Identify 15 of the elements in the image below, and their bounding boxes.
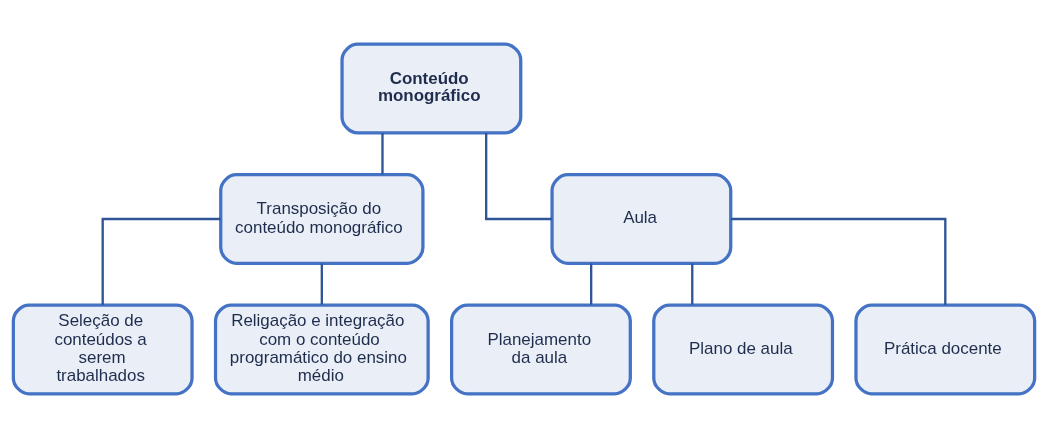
connector [590,263,593,305]
node-box: Plano de aula [652,302,835,395]
connector [730,217,947,305]
node-box: Conteúdo monográfico [340,42,523,135]
node-box: Aula [550,172,733,265]
node-box: Seleção de conteúdos a serem trabalhados [11,302,194,395]
node-box: Planejamento da aula [450,302,632,395]
node-box: Religação e integração com o conteúdo programático do ensino médio [213,302,430,395]
node-box: Prática docente [854,302,1037,395]
connector [381,132,384,174]
connector [485,132,552,220]
connector [320,263,323,305]
connector [101,217,221,305]
node-box: Transposição do conteúdo monográfico [219,172,425,265]
connector [691,263,694,305]
